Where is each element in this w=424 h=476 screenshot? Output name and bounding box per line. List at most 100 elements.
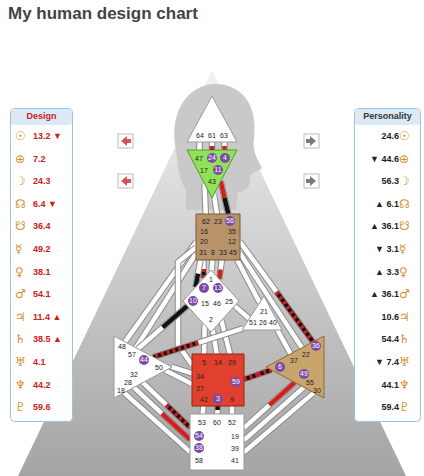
activation-value: 13.2 ▼ [33,128,62,144]
planet-symbol: ☋ [399,218,410,234]
gate-number: 23 [214,218,222,225]
gate-number: 59 [231,377,241,387]
channel-body [124,393,190,452]
channel-outline [277,330,290,354]
arrow-icon [306,176,316,186]
channel-line [235,306,250,319]
gate-number: 36 [311,341,321,351]
channel-line [232,406,233,414]
channel-line [240,242,313,342]
gate-number: 27 [196,385,204,392]
gate-number: 16 [200,228,208,235]
gate-number: 32 [130,371,138,378]
gate-number: 55 [306,379,314,386]
channel-outline [138,306,187,349]
gate-number: 1 [209,276,213,283]
channel-activation [153,343,198,357]
channel-activation [244,375,258,380]
gate-number: 54 [194,431,204,441]
gate-number: 21 [260,308,268,315]
activation-value: 59.6 [33,399,51,415]
gate-number: 19 [231,433,239,440]
channel-body [219,260,222,279]
gate-number: 14 [214,359,222,366]
head-center: 646163 [187,96,237,142]
activation-value: 49.2 [33,241,51,257]
gate-number: 40 [269,319,277,326]
gate-number: 38 [194,443,204,453]
center-outline [190,414,244,470]
channel-outline [172,367,192,374]
channel-outline [221,142,228,150]
channel-activation [163,306,188,327]
channel-body [205,184,206,214]
panel-header-band [11,109,72,125]
planet-symbol: ♀ [399,264,408,280]
gate-number: 22 [302,351,310,358]
gate-number: 37 [290,357,298,364]
gate-number: 28 [124,379,132,386]
head-silhouette [174,84,262,210]
planet-symbol: ♂ [399,286,410,302]
gate-number: 48 [118,343,126,350]
gate-number: 4 [220,153,230,163]
planet-symbol: ☋ [15,218,26,234]
gate-number: 11 [213,165,223,175]
gate-number: 42 [200,396,208,403]
planet-symbol: ♆ [399,377,410,393]
activation-value: 24.6 [381,128,399,144]
planet-symbol: ♃ [15,309,26,325]
g-center: 1713102515462 [183,270,239,332]
activation-value: ▼ 3.1 [375,241,399,257]
arrow-icon [121,136,131,146]
gate-number: 34 [196,373,204,380]
activation-value: ▼ 44.6 [370,151,399,167]
center-outline [242,296,282,330]
planet-symbol: ♃ [399,309,410,325]
channel-body [244,387,304,440]
channel-body [209,260,214,271]
gate-number: 53 [198,419,206,426]
planet-symbol: ⊕ [399,151,409,167]
planet-symbol: ☿ [15,241,22,257]
channel-activation [221,181,225,197]
gate-number: 50 [155,364,163,371]
channel-line [199,142,200,150]
channel-activation [210,146,215,150]
channel-body [197,142,202,150]
center-outline [187,96,237,142]
gate-number: 17 [200,167,208,174]
activation-value: 54.1 [33,286,51,302]
gate-number: 12 [228,238,236,245]
activation-value: 54.4 [381,331,399,347]
center-outline [266,336,324,398]
gate-number: 58 [195,457,203,464]
planet-symbol: ♄ [399,331,410,347]
gate-number: 29 [228,359,236,366]
channel-activation [222,146,227,150]
throat-center: 622356163520123183345 [196,214,240,260]
center-outline [183,270,239,332]
channel-line [212,142,213,150]
channel-line [221,181,229,214]
channel-outline [205,184,206,214]
planet-symbol: ☊ [399,196,410,212]
activation-value: 44.2 [33,377,51,393]
gate-number: 44 [139,355,149,365]
gate-number: 39 [231,445,239,452]
activation-value: 10.6 [381,309,399,325]
channel-activation [153,343,198,357]
activation-value: 38.1 [33,264,51,280]
chart-title: My human design chart [8,4,198,24]
channel-outline [214,194,217,214]
channel-body [244,370,271,379]
planet-symbol: ♇ [15,399,26,415]
activation-value: 38.5 ▲ [33,331,62,347]
activation-value: 6.4 ▼ [33,196,57,212]
activation-value: 24.3 [33,173,51,189]
gate-number: 64 [196,132,204,139]
planet-symbol: ♂ [15,286,26,302]
channel-line [211,260,213,271]
center-outline [196,214,240,260]
planet-symbol: ☿ [399,241,406,257]
